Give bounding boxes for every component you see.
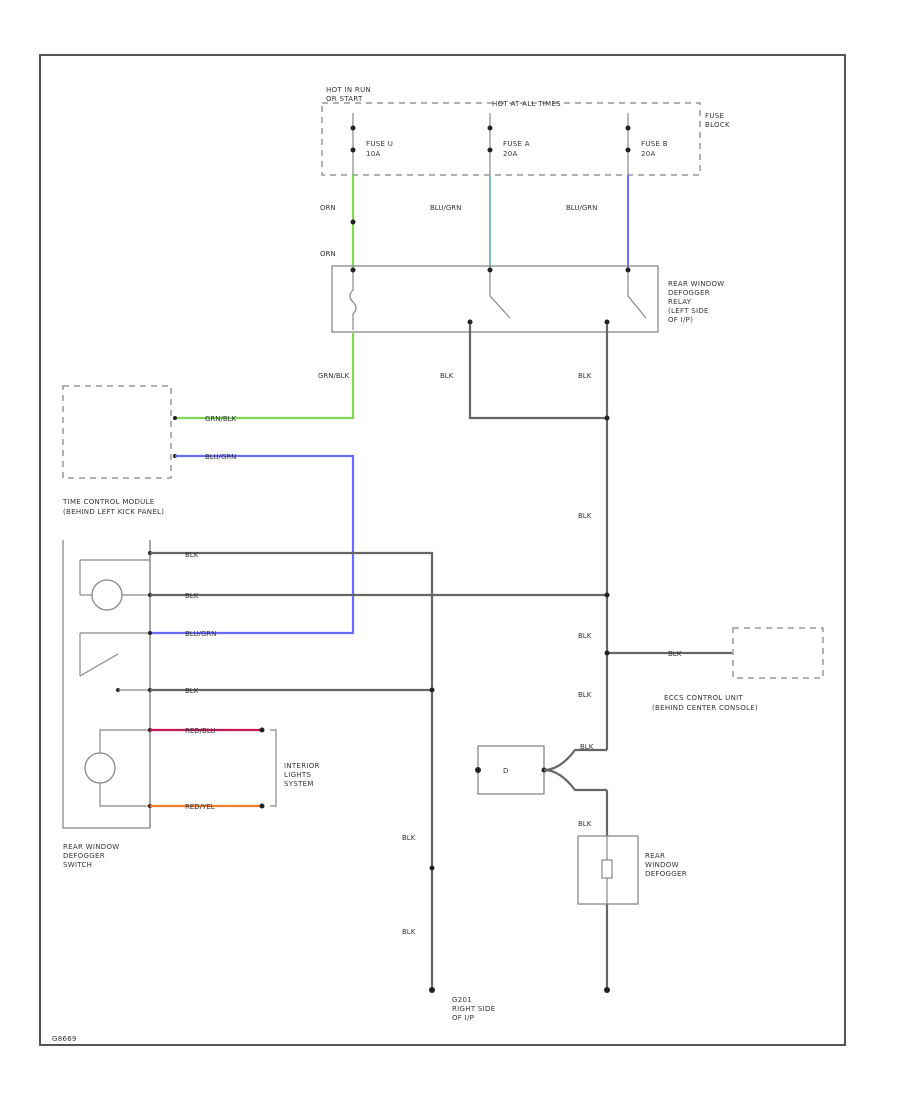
- wire-label-blk-ecu: BLK: [668, 650, 682, 658]
- ground-label: G201 RIGHT SIDE OF I/P: [452, 996, 498, 1022]
- defogger-switch: REAR WINDOW DEFOGGER SWITCH: [62, 540, 152, 869]
- wire-label-blk-lower: BLK: [578, 691, 592, 699]
- wire-label-orn-2: ORN: [320, 250, 336, 258]
- fuse-u: FUSE U 10A: [350, 113, 393, 175]
- switch-wires: BLK BLK BLK BLK BLK RED/BLU RED/YEL INTE…: [150, 551, 610, 993]
- wire-label-grn-blk-1: GRN/BLK: [318, 372, 350, 380]
- time-control-label: TIME CONTROL MODULE (BEHIND LEFT KICK PA…: [62, 498, 164, 516]
- relay-box: [331, 265, 659, 333]
- fuse-b-name: FUSE B: [641, 140, 668, 148]
- time-control-module: TIME CONTROL MODULE (BEHIND LEFT KICK PA…: [62, 385, 177, 516]
- defogger-relay: REAR WINDOW DEFOGGER RELAY (LEFT SIDE OF…: [331, 265, 727, 333]
- switch-label: REAR WINDOW DEFOGGER SWITCH: [63, 843, 122, 869]
- relay-coil-icon: [349, 270, 357, 330]
- fuse-b-rating: 20A: [641, 150, 656, 158]
- wire-label-blu-grn-1: BLU/GRN: [430, 204, 461, 212]
- wire-label-orn-1: ORN: [320, 204, 336, 212]
- relay-label: REAR WINDOW DEFOGGER RELAY (LEFT SIDE OF…: [668, 280, 727, 324]
- wires-fuse-to-relay: ORN ORN BLU/GRN BLU/GRN: [320, 175, 629, 268]
- fuse-u-name: FUSE U: [366, 140, 393, 148]
- relay-switch-a-icon: [489, 295, 511, 319]
- wire-grn-blk: [175, 332, 355, 420]
- wire-label-blu-grn-4: BLU/GRN: [185, 630, 216, 638]
- wire-label-blk-defogger: BLK: [578, 820, 592, 828]
- wire-label-blk-vertical: BLK: [578, 512, 592, 520]
- figure-id: G8669: [52, 1035, 77, 1043]
- switch-contact-icon: [79, 653, 119, 677]
- wire-label-blk-ground1: BLK: [402, 834, 416, 842]
- wire-label-blk-sw2: BLK: [185, 592, 199, 600]
- wire-diode-upper: [543, 748, 607, 772]
- eccs-control-unit: BLK BLK ECCS CONTROL UNIT (BEHIND CENTER…: [578, 627, 824, 712]
- wire-label-blk-relay-right: BLK: [578, 372, 592, 380]
- wire-label-blk-relay-left: BLK: [440, 372, 454, 380]
- fuse-u-rating: 10A: [366, 150, 381, 158]
- wire-label-red-yel: RED/YEL: [185, 803, 215, 811]
- wire-label-blk-junction: BLK: [578, 632, 592, 640]
- interior-lights-label: INTERIOR LIGHTS SYSTEM: [284, 762, 322, 788]
- wire-blk-switch-1: [150, 551, 434, 990]
- eccs-label: ECCS CONTROL UNIT (BEHIND CENTER CONSOLE…: [652, 694, 758, 712]
- fuse-a-rating: 20A: [503, 150, 518, 158]
- wire-label-blu-grn-2: BLU/GRN: [566, 204, 597, 212]
- diode-label: D: [503, 767, 509, 775]
- fuse-a-name: FUSE A: [503, 140, 530, 148]
- wire-diode-lower: [543, 768, 607, 792]
- rear-window-defogger: BLK REAR WINDOW DEFOGGER: [577, 790, 687, 993]
- defogger-box: [577, 835, 639, 905]
- wire-blu-grn-switch: [150, 454, 355, 635]
- switch-indicator-lamp-icon: [91, 579, 123, 611]
- diode-box: [477, 745, 545, 795]
- fuse-block: HOT IN RUN OR START HOT AT ALL TIMES FUS…: [321, 86, 730, 176]
- wire-label-blk-diode: BLK: [580, 743, 594, 751]
- hot-all-label: HOT AT ALL TIMES: [492, 100, 561, 108]
- switch-illumination-lamp-icon: [84, 752, 116, 784]
- hot-run-label: HOT IN RUN OR START: [326, 86, 374, 103]
- relay-switch-b-icon: [627, 295, 647, 319]
- fuse-block-label: FUSE BLOCK: [705, 112, 730, 129]
- wire-label-grn-blk-2: GRN/BLK: [205, 415, 237, 423]
- wire-label-red-blu: RED/BLU: [185, 727, 216, 735]
- fuse-b: FUSE B 20A: [625, 113, 668, 175]
- wire-label-blk-sw1: BLK: [185, 551, 199, 559]
- fuse-a: FUSE A 20A: [487, 113, 530, 175]
- relay-output-wires: GRN/BLK GRN/BLK BLK BLK BLK: [175, 324, 610, 750]
- wire-blk-relay-a: [468, 324, 607, 420]
- fuse-block-outline: [321, 102, 701, 176]
- wire-label-blu-grn-3: BLU/GRN: [205, 453, 236, 461]
- time-control-outline: [62, 385, 172, 479]
- diode-unit: D BLK: [475, 743, 607, 795]
- switch-outline: [62, 540, 151, 829]
- defogger-label: REAR WINDOW DEFOGGER: [645, 852, 687, 878]
- wire-label-blk-sw4: BLK: [185, 687, 199, 695]
- interior-lights-bracket: [270, 729, 277, 807]
- eccs-outline: [732, 627, 824, 679]
- diagram-frame: [39, 54, 846, 1046]
- wire-label-blk-ground2: BLK: [402, 928, 416, 936]
